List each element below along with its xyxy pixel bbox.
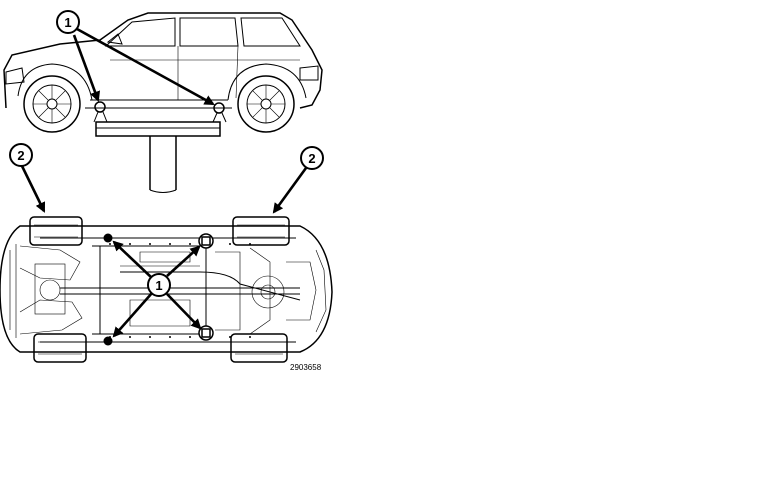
callout-label-1-underside: 1 [155,278,162,293]
lift-pad-front-side [93,101,108,123]
callout-lift-point-underside: 1 [112,240,202,338]
lift-point-rear-left [198,233,214,249]
vehicle-side-view [3,12,323,133]
lift-point-rear-right [198,325,214,341]
callout-tire-right: 2 [272,146,324,214]
tire-rear-right [230,333,288,363]
lift-point-front-left [103,233,113,243]
lift-pad-rear-side [212,102,227,123]
figure-id: 2903658 [290,363,322,372]
callout-label-2-right: 2 [308,151,315,166]
callout-label-2-left: 2 [17,148,24,163]
lift-point-front-right [103,336,113,346]
vehicle-underside-view [0,225,333,353]
callout-tire-left: 2 [9,143,46,213]
vehicle-lift [95,121,221,193]
callout-lift-point-side: 1 [56,10,215,106]
tire-front-right [33,333,87,363]
tire-rear-left [232,216,290,246]
tire-front-left [29,216,83,246]
callout-label-1-side: 1 [64,15,71,30]
